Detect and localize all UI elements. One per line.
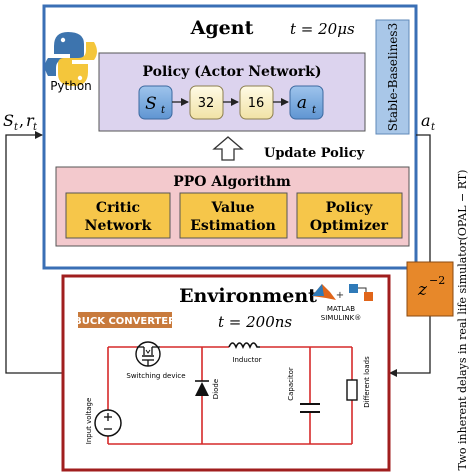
agent-time: t = 20μs: [290, 20, 355, 38]
capacitor-icon: [300, 403, 320, 413]
diode-icon: [195, 380, 209, 396]
sb3-label: Stable-Baselines3: [386, 23, 400, 131]
loads-label: Different loads: [363, 356, 371, 408]
policy-title: Policy (Actor Network): [143, 64, 322, 80]
policy-layer1-label: 32: [198, 96, 215, 111]
policy-layer2-label: 16: [248, 96, 265, 111]
sb3-box: [375, 19, 410, 135]
simulink-label: SIMULINK®: [321, 314, 361, 322]
reward-label: r: [26, 111, 35, 130]
policy-output-label: a: [297, 93, 307, 113]
delay-side-note: Two inherent delays in real life simulat…: [456, 170, 469, 471]
policy-output-node: [289, 85, 324, 120]
inductor-icon: [228, 342, 260, 349]
agent-title: Agent: [190, 17, 254, 39]
diode-label: Diode: [212, 379, 220, 399]
action-label: a: [421, 111, 431, 130]
critic-line1: Critic: [96, 200, 140, 216]
python-label: Python: [50, 79, 92, 93]
value-line1: Value: [210, 200, 254, 216]
input-voltage-label: Input voltage: [85, 398, 93, 445]
delay-exponent: −2: [429, 274, 445, 287]
state-reward-path: [5, 131, 100, 374]
environment-time: t = 200ns: [218, 313, 292, 331]
delay-block: [406, 261, 454, 317]
ppo-title: PPO Algorithm: [173, 174, 291, 190]
policy-optimizer-box: [296, 192, 403, 239]
value-line2: Estimation: [190, 218, 276, 234]
policy-input-label: S: [145, 94, 157, 114]
logo-plus: +: [336, 290, 344, 301]
load-resistor-icon: [346, 379, 358, 401]
capacitor-label: Capacitor: [287, 367, 295, 401]
action-path-top: [416, 134, 431, 262]
buck-converter-tag: [78, 312, 172, 328]
reward-sub: t: [33, 122, 38, 133]
state-sub: t: [14, 122, 19, 133]
buck-converter-label: BUCK CONVERTER: [74, 316, 176, 327]
policy-output-sub: t: [312, 105, 317, 116]
optimizer-line1: Policy: [326, 200, 374, 216]
buck-converter-circuit: [107, 346, 353, 445]
value-estimation-box: [179, 192, 288, 239]
comma-separator: ,: [19, 111, 24, 130]
policy-input-sub: t: [161, 105, 166, 116]
environment-box: [61, 274, 391, 472]
delay-label: z: [417, 280, 428, 300]
matlab-logo-icon: [312, 284, 336, 300]
action-sub: t: [431, 122, 436, 133]
action-path-bottom: [389, 316, 431, 377]
voltage-source-icon: [94, 409, 122, 437]
critic-line2: Network: [85, 218, 152, 234]
update-policy-arrow-icon: [212, 136, 244, 161]
switching-device-label: Switching device: [126, 372, 185, 380]
critic-network-box: [65, 192, 171, 239]
state-label: S: [3, 111, 14, 130]
update-policy-label: Update Policy: [264, 146, 365, 161]
optimizer-line2: Optimizer: [310, 218, 389, 234]
python-logo-icon: [45, 32, 97, 86]
matlab-label: MATLAB: [327, 305, 355, 313]
inductor-label: Inductor: [232, 356, 261, 364]
switching-device-icon: [135, 341, 161, 367]
environment-title: Environment: [179, 285, 317, 307]
simulink-logo-icon: [349, 284, 373, 301]
